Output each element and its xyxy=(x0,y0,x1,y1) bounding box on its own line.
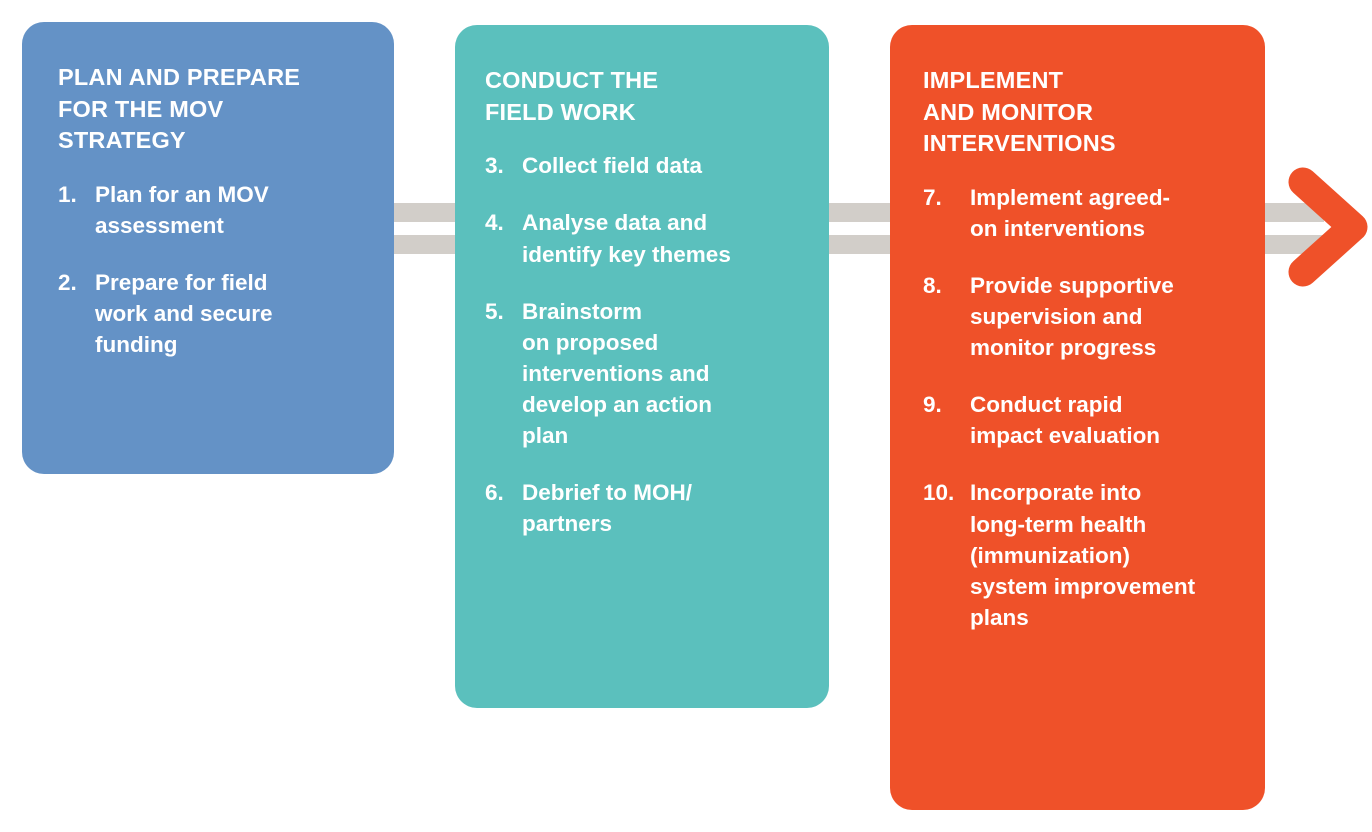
stage-plan-step-list: 1. Plan for an MOV assessment 2. Prepare… xyxy=(58,179,364,360)
connector-bar-implement-to-arrow-top xyxy=(1252,203,1324,222)
connector-bar-field-to-implement-bottom xyxy=(816,235,906,254)
step-text: Provide supportive supervision and monit… xyxy=(970,273,1174,361)
step-text: Incorporate into long-term health (immun… xyxy=(970,480,1196,630)
step-number: 3. xyxy=(485,153,504,179)
step-number: 8. xyxy=(923,273,942,299)
connector-bar-plan-to-field-bottom xyxy=(380,235,470,254)
step-item: 1. Plan for an MOV assessment xyxy=(58,179,364,241)
connector-bar-plan-to-field-top xyxy=(380,203,470,222)
step-text: Analyse data and identify key themes xyxy=(522,210,731,267)
stage-box-implement-and-monitor: IMPLEMENT AND MONITOR INTERVENTIONS 7. I… xyxy=(890,25,1265,810)
step-number: 5. xyxy=(485,298,504,324)
stage-box-plan-and-prepare: PLAN AND PREPARE FOR THE MOV STRATEGY 1.… xyxy=(22,22,394,474)
step-item: 3. Collect field data xyxy=(485,150,799,181)
step-number: 4. xyxy=(485,210,504,236)
stage-implement-title: IMPLEMENT AND MONITOR INTERVENTIONS xyxy=(923,67,1116,157)
stage-plan-content: PLAN AND PREPARE FOR THE MOV STRATEGY 1.… xyxy=(22,22,394,412)
stage-field-content: CONDUCT THE FIELD WORK 3. Collect field … xyxy=(455,25,829,591)
chevron-right-icon xyxy=(1286,165,1372,289)
step-item: 2. Prepare for field work and secure fun… xyxy=(58,267,364,360)
step-text: Collect field data xyxy=(522,153,703,179)
step-text: Conduct rapid impact evaluation xyxy=(970,392,1161,449)
stage-implement-content: IMPLEMENT AND MONITOR INTERVENTIONS 7. I… xyxy=(890,25,1265,685)
step-text: Implement agreed- on interventions xyxy=(970,185,1171,242)
stage-field-title: CONDUCT THE FIELD WORK xyxy=(485,67,659,125)
step-item: 7. Implement agreed- on interventions xyxy=(923,182,1235,244)
stage-field-step-list: 3. Collect field data 4. Analyse data an… xyxy=(485,150,799,538)
step-text: Plan for an MOV assessment xyxy=(95,182,269,239)
step-number: 2. xyxy=(58,270,77,296)
connector-bar-implement-to-arrow-bottom xyxy=(1252,235,1324,254)
step-number: 7. xyxy=(923,185,942,211)
stage-plan-title: PLAN AND PREPARE FOR THE MOV STRATEGY xyxy=(58,64,301,154)
stage-implement-step-list: 7. Implement agreed- on interventions 8.… xyxy=(923,182,1235,633)
step-number: 9. xyxy=(923,392,942,418)
step-item: 9. Conduct rapid impact evaluation xyxy=(923,389,1235,451)
step-number: 1. xyxy=(58,182,77,208)
step-text: Brainstorm on proposed interventions and… xyxy=(522,298,713,448)
connector-bar-field-to-implement-top xyxy=(816,203,906,222)
stage-box-conduct-field-work: CONDUCT THE FIELD WORK 3. Collect field … xyxy=(455,25,829,708)
step-item: 10. Incorporate into long-term health (i… xyxy=(923,477,1235,632)
step-item: 6. Debrief to MOH/ partners xyxy=(485,477,799,539)
step-number: 10. xyxy=(923,480,955,506)
step-text: Debrief to MOH/ partners xyxy=(522,479,693,536)
step-item: 4. Analyse data and identify key themes xyxy=(485,207,799,269)
step-text: Prepare for field work and secure fundin… xyxy=(95,270,273,358)
step-item: 5. Brainstorm on proposed interventions … xyxy=(485,296,799,451)
step-number: 6. xyxy=(485,479,504,505)
step-item: 8. Provide supportive supervision and mo… xyxy=(923,270,1235,363)
